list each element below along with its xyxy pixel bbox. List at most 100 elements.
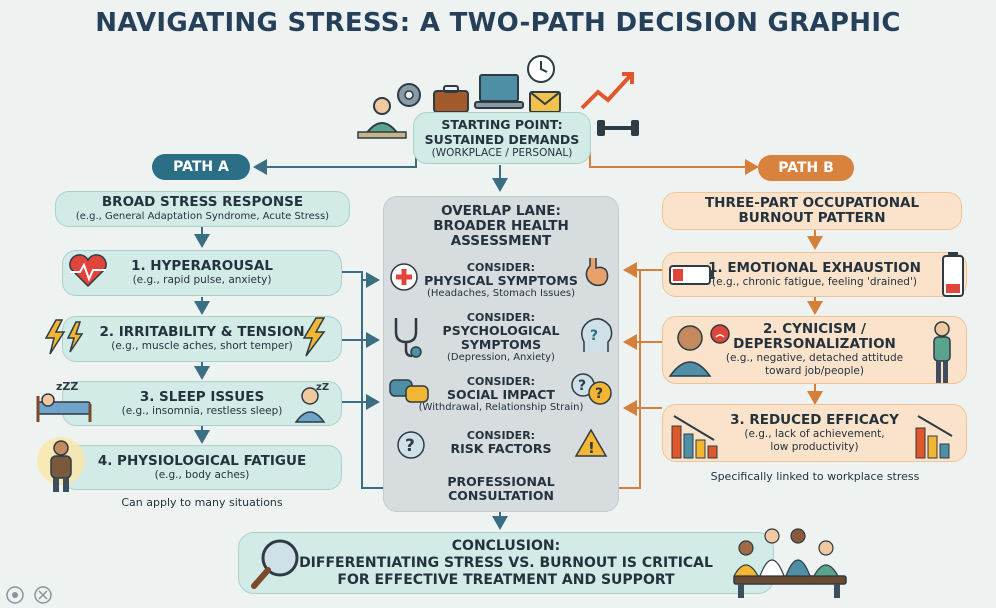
low-battery-icon xyxy=(940,250,966,302)
start-line3: (WORKPLACE / PERSONAL) xyxy=(431,146,573,159)
social-impact-detail: (Withdrawal, Relationship Strain) xyxy=(418,402,584,413)
fatigue-person-icon xyxy=(36,436,86,498)
team-meeting-icon xyxy=(724,518,854,604)
path-a-header-title: BROAD STRESS RESPONSE xyxy=(101,194,304,210)
path-b-item-2-title2: DEPERSONALIZATION xyxy=(733,336,896,352)
question-icon: ? xyxy=(396,430,426,464)
path-a-item-1: 1. HYPERAROUSAL (e.g., rapid pulse, anxi… xyxy=(62,250,342,296)
path-b-header-line1: THREE-PART OCCUPATIONAL xyxy=(704,195,920,211)
consider-label: CONSIDER: xyxy=(466,375,536,388)
path-b-item-3-title: 3. REDUCED EFFICACY xyxy=(730,411,899,428)
path-b-item-2-title: 2. CYNICISM / xyxy=(763,321,866,337)
path-a-item-4: 4. PHYSIOLOGICAL FATIGUE (e.g., body ach… xyxy=(62,445,342,490)
bar-chart-down-icon xyxy=(668,412,724,464)
overlap-physical: CONSIDER: PHYSICAL SYMPTOMS (Headaches, … xyxy=(383,262,619,300)
first-aid-icon xyxy=(389,262,419,296)
start-line2: SUSTAINED DEMANDS xyxy=(424,131,580,147)
consultation-line1: PROFESSIONAL xyxy=(447,474,555,489)
path-b-item-1-title: 1. EMOTIONAL EXHAUSTION xyxy=(708,259,921,276)
path-a-header: BROAD STRESS RESPONSE (e.g., General Ada… xyxy=(55,191,350,227)
path-b-header: THREE-PART OCCUPATIONAL BURNOUT PATTERN xyxy=(662,192,962,230)
brain-head-icon: ? xyxy=(578,316,614,360)
overlap-social: CONSIDER: SOCIAL IMPACT (Withdrawal, Rel… xyxy=(383,376,619,414)
physical-symptoms-label: PHYSICAL SYMPTOMS xyxy=(424,273,578,288)
tools-corner-icon[interactable] xyxy=(34,586,52,608)
overlap-consultation: PROFESSIONAL CONSULTATION xyxy=(383,475,619,503)
path-a-item-1-detail: (e.g., rapid pulse, anxiety) xyxy=(132,274,272,286)
start-line1: STARTING POINT: xyxy=(441,116,563,132)
svg-text:?: ? xyxy=(405,436,415,456)
conclusion-line2: DIFFERENTIATING STRESS VS. BURNOUT IS CR… xyxy=(299,554,713,571)
speech-bubbles-icon xyxy=(388,376,430,410)
conclusion-box: CONCLUSION: DIFFERENTIATING STRESS VS. B… xyxy=(238,532,774,594)
path-a-item-4-title: 4. PHYSIOLOGICAL FATIGUE xyxy=(97,452,307,469)
svg-text:?: ? xyxy=(595,386,603,402)
risk-factors-label: RISK FACTORS xyxy=(450,441,552,456)
overlap-title-line3: ASSESSMENT xyxy=(450,233,552,249)
frustrated-person-icon xyxy=(668,320,734,382)
overlap-risk: CONSIDER: RISK FACTORS xyxy=(383,430,619,456)
path-b-header-line2: BURNOUT PATTERN xyxy=(738,210,886,226)
warning-icon: ! xyxy=(574,428,608,462)
laptop-icon xyxy=(474,72,524,116)
briefcase-icon xyxy=(432,84,470,118)
lightning-icon xyxy=(300,316,334,364)
svg-text:zZZ: zZZ xyxy=(56,380,78,393)
social-impact-label: SOCIAL IMPACT xyxy=(447,387,555,402)
consider-label: CONSIDER: xyxy=(466,261,536,274)
stomach-icon xyxy=(582,256,612,294)
path-a-item-3-detail: (e.g., insomnia, restless sleep) xyxy=(121,404,283,417)
overlap-title-line1: OVERLAP LANE: xyxy=(441,203,561,219)
tired-person-icon: zZ xyxy=(292,380,338,428)
question-bubbles-icon: ?? xyxy=(570,372,614,412)
svg-text:?: ? xyxy=(590,328,598,344)
page-title: NAVIGATING STRESS: A TWO-PATH DECISION G… xyxy=(95,8,901,38)
path-b-item-2-detail2: toward job/people) xyxy=(765,365,864,377)
stethoscope-icon xyxy=(390,316,424,362)
psychological-label: PSYCHOLOGICAL xyxy=(442,323,560,338)
bar-chart-down-icon xyxy=(912,412,962,464)
gear-icon xyxy=(392,78,426,116)
svg-text:?: ? xyxy=(578,378,586,394)
overlap-psychological: CONSIDER: PSYCHOLOGICAL SYMPTOMS (Depres… xyxy=(383,312,619,364)
path-b-item-3-detail2: low productivity) xyxy=(770,440,859,453)
person-at-desk-icon xyxy=(352,92,412,148)
lightning-icon xyxy=(42,318,88,362)
path-a-item-2-title: 2. IRRITABILITY & TENSION xyxy=(99,324,305,340)
bed-icon: zZZ xyxy=(34,378,94,428)
path-b-item-1-detail: (e.g., chronic fatigue, feeling 'drained… xyxy=(712,275,917,288)
consultation-line2: CONSULTATION xyxy=(448,488,554,503)
path-a-item-2-detail: (e.g., muscle aches, short temper) xyxy=(111,340,293,352)
path-b-item-2-detail: (e.g., negative, detached attitude xyxy=(725,352,904,364)
path-b-item-3-detail: (e.g., lack of achievement, xyxy=(744,427,885,440)
overlap-title-line2: BROADER HEALTH xyxy=(433,218,569,234)
consider-label: CONSIDER: xyxy=(466,429,536,442)
path-a-item-2: 2. IRRITABILITY & TENSION (e.g., muscle … xyxy=(62,316,342,362)
path-a-item-1-title: 1. HYPERAROUSAL xyxy=(131,258,273,274)
chart-arrow-icon xyxy=(578,68,636,118)
path-a-item-4-detail: (e.g., body aches) xyxy=(154,468,250,481)
clock-icon xyxy=(525,53,557,89)
path-a-header-subtitle: (e.g., General Adaptation Syndrome, Acut… xyxy=(75,211,330,222)
svg-text:zZ: zZ xyxy=(316,382,329,393)
low-battery-icon xyxy=(668,263,716,291)
physical-symptoms-detail: (Headaches, Stomach Issues) xyxy=(427,288,575,299)
starting-point-box: STARTING POINT: SUSTAINED DEMANDS (WORKP… xyxy=(413,112,591,164)
path-a-label: PATH A xyxy=(152,154,250,180)
path-b-label: PATH B xyxy=(758,155,854,181)
path-b-item-2: 2. CYNICISM / DEPERSONALIZATION (e.g., n… xyxy=(662,316,967,384)
heart-pulse-icon xyxy=(66,252,110,294)
dumbbell-icon xyxy=(595,116,641,144)
magnifier-icon xyxy=(248,536,304,596)
path-a-item-3: 3. SLEEP ISSUES (e.g., insomnia, restles… xyxy=(62,381,342,426)
path-a-note: Can apply to many situations xyxy=(121,496,283,509)
path-b-note: Specifically linked to workplace stress xyxy=(710,470,920,483)
settings-corner-icon[interactable] xyxy=(6,586,24,608)
conclusion-line1: CONCLUSION: xyxy=(451,537,561,554)
overlap-lane xyxy=(383,196,619,512)
conclusion-line3: FOR EFFECTIVE TREATMENT AND SUPPORT xyxy=(337,571,675,588)
consider-label: CONSIDER: xyxy=(466,311,536,324)
psychological-label2: SYMPTOMS xyxy=(460,337,542,352)
person-standing-icon xyxy=(928,320,956,390)
path-a-item-3-title: 3. SLEEP ISSUES xyxy=(139,388,265,405)
